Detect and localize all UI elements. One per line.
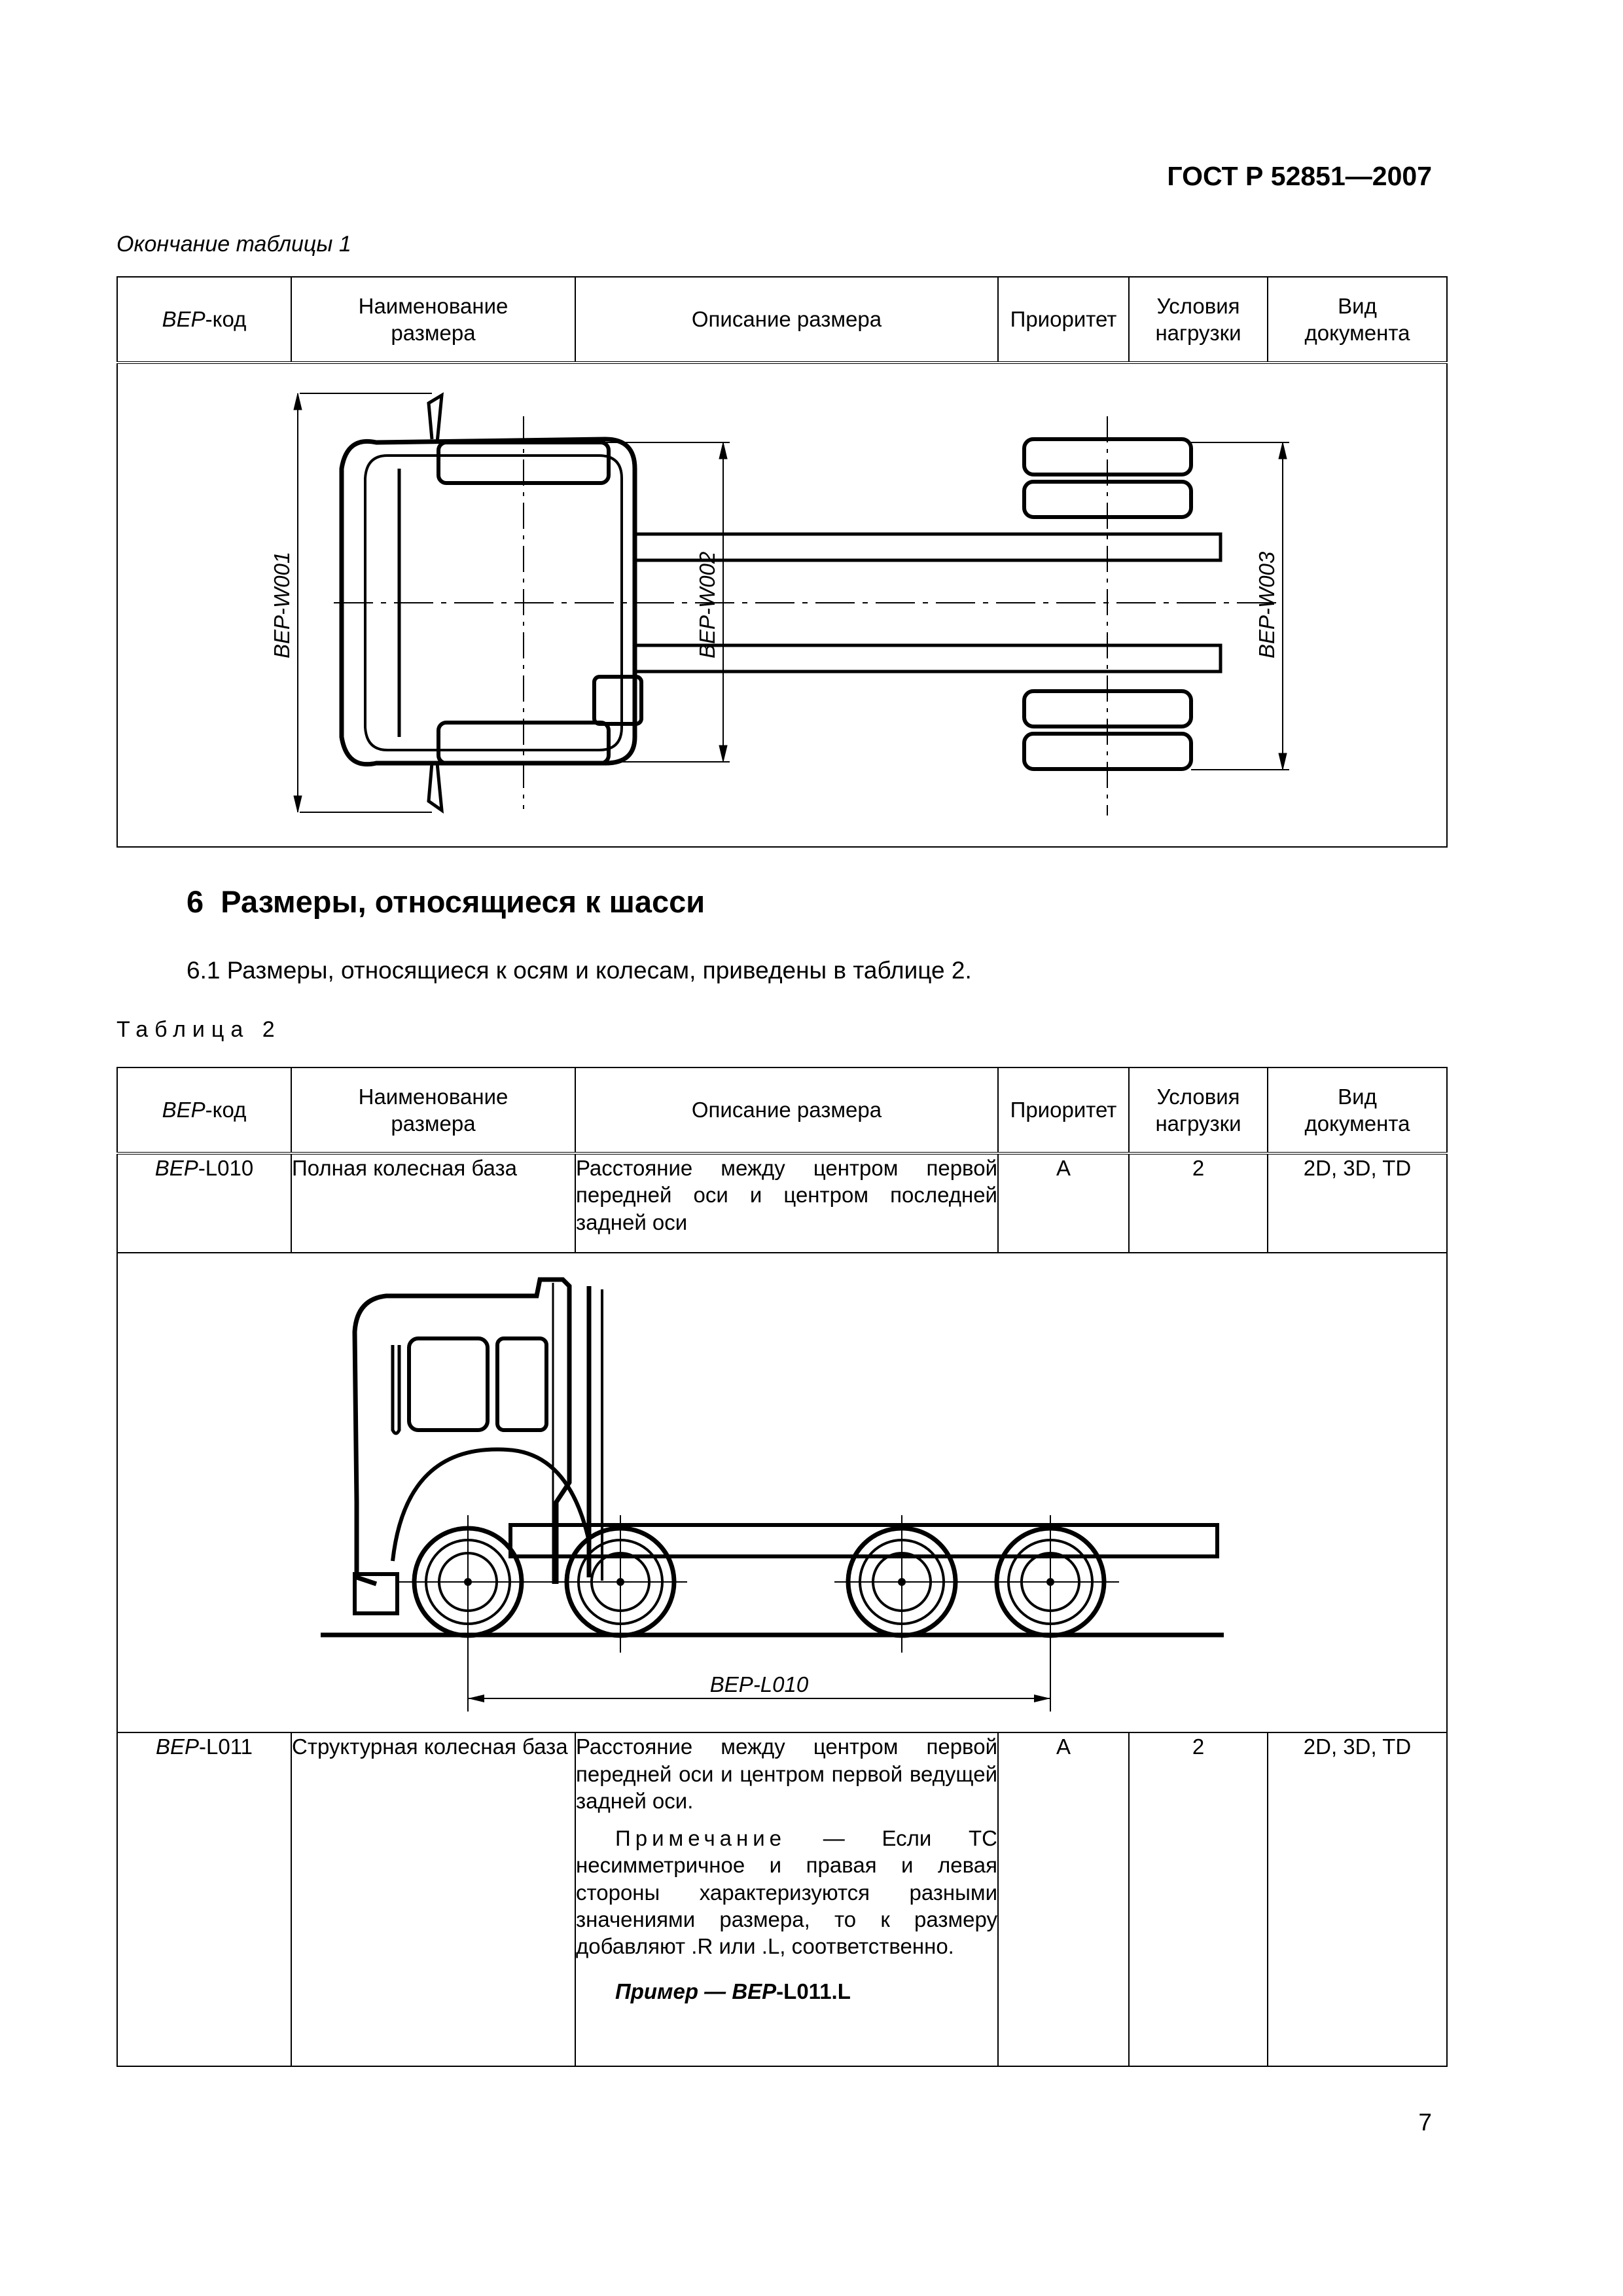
note: Примечание — Если ТС несимметричное и пр… [576,1826,997,1958]
column-header-description: Описание размера [575,1067,999,1154]
row-description: Расстояние между центром первой передней… [575,1732,999,2068]
table1-caption: Окончание таблицы 1 [116,232,351,257]
column-header-priority: Приоритет [997,1067,1130,1154]
section-heading: 6 Размеры, относящиеся к шасси [187,884,705,919]
column-header-description: Описание размера [575,276,999,363]
row-load: 2 [1128,1153,1268,1253]
column-header-code: BEP-код [116,1067,292,1154]
row-description: Расстояние между центром первой передней… [575,1153,999,1253]
row-code: BEP-L011 [116,1732,292,2068]
figure-side-view: BEP-L010 [116,1251,1448,1734]
label-w001: BEP-W001 [270,552,294,658]
truck-side-view-diagram: BEP-L010 [321,1277,1224,1712]
description-text: Расстояние между центром первой передней… [576,1734,997,1813]
row-priority: A [997,1732,1130,2068]
row-load: 2 [1128,1732,1268,2068]
column-header-code: BEP-код [116,276,292,363]
table-row: BEP-L011 Структурная колесная база Расст… [116,1732,1448,2068]
section-paragraph: 6.1 Размеры, относящиеся к осям и колеса… [187,957,972,984]
truck-top-view-diagram: BEP-W001 BEP-W002 BEP-W003 [270,392,1289,816]
row-code: BEP-L010 [116,1153,292,1253]
row-name: Полная колесная база [291,1153,576,1253]
page-number: 7 [1418,2109,1432,2136]
label-l010: BEP-L010 [710,1672,809,1696]
row-priority: A [997,1153,1130,1253]
label-w003: BEP-W003 [1255,551,1279,658]
figure-top-view: BEP-W001 BEP-W002 BEP-W003 [116,361,1448,848]
table-row: BEP-L010 Полная колесная база Расстояние… [116,1153,1448,1253]
row-doc-type: 2D, 3D, TD [1267,1153,1448,1253]
label-w002: BEP-W002 [695,552,719,658]
column-header-priority: Приоритет [997,276,1130,363]
document-standard-header: ГОСТ Р 52851—2007 [1167,161,1432,191]
table2-caption: Таблица 2 [116,1017,281,1042]
row-doc-type: 2D, 3D, TD [1267,1732,1448,2068]
example: Пример — BEP-L011.L [615,1979,851,2004]
row-name: Структурная колесная база [291,1732,576,2068]
